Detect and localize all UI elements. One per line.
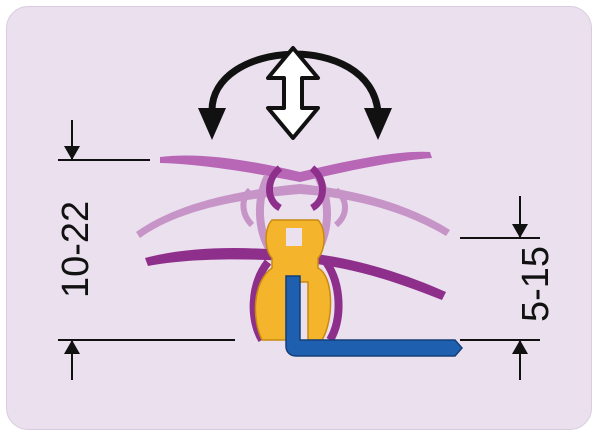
- right-dimension: 5-15: [460, 196, 557, 380]
- left-dimension: 10-22: [55, 120, 235, 380]
- base-rail: [285, 275, 463, 357]
- left-dimension-label: 10-22: [55, 201, 97, 298]
- right-dimension-label: 5-15: [515, 246, 557, 322]
- vertical-double-arrow-icon: [266, 46, 320, 140]
